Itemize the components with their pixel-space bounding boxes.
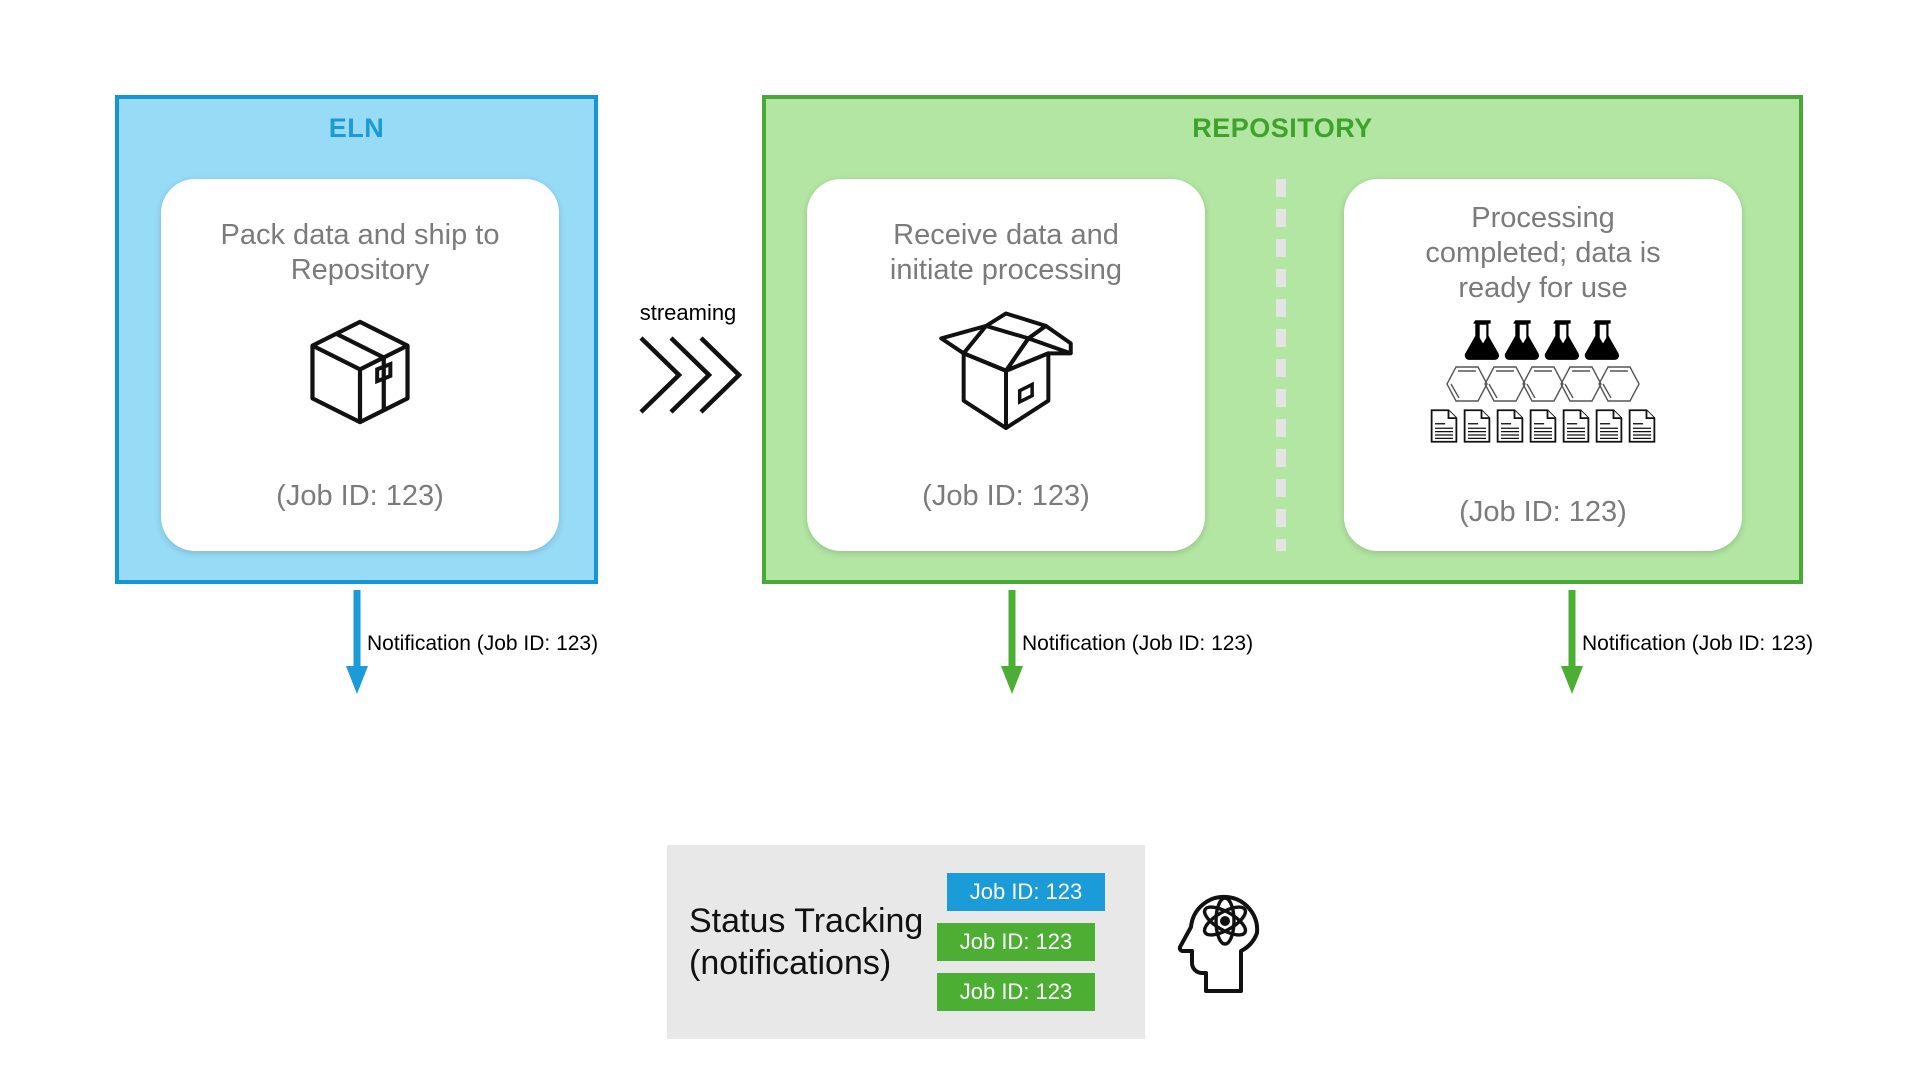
document-icon <box>1463 409 1491 444</box>
status-tracking-box: Status Tracking (notifications) Job ID: … <box>667 845 1145 1039</box>
status-badge[interactable]: Job ID: 123 <box>937 973 1095 1011</box>
document-icon <box>1430 409 1458 444</box>
flask-icon <box>1504 320 1539 361</box>
document-icon <box>1628 409 1656 444</box>
head-with-atom-icon <box>1175 880 1281 1005</box>
arrow-down-icon <box>1561 590 1583 694</box>
card-processing-complete: Processing completed; data is ready for … <box>1344 179 1742 551</box>
chevrons-right-icon <box>639 336 743 414</box>
status-badge[interactable]: Job ID: 123 <box>947 873 1105 911</box>
flask-icon-row <box>1344 317 1742 361</box>
closed-box-icon <box>161 306 559 438</box>
notification-label-eln: Notification (Job ID: 123) <box>367 632 599 655</box>
open-box-icon <box>807 306 1205 438</box>
arrow-down-icon <box>346 590 368 694</box>
benzene-hexagon-icon <box>1484 366 1526 403</box>
hexagon-icon-row <box>1344 363 1742 405</box>
document-icon <box>1595 409 1623 444</box>
repository-panel: REPOSITORY Receive data and initiate pro… <box>762 95 1803 584</box>
card-receive-job-id: (Job ID: 123) <box>922 480 1090 512</box>
benzene-hexagon-icon <box>1560 366 1602 403</box>
arrow-down-icon <box>1001 590 1023 694</box>
benzene-hexagon-icon <box>1522 366 1564 403</box>
streaming-label: streaming <box>639 300 737 325</box>
benzene-hexagon-icon <box>1598 366 1640 403</box>
flask-icon <box>1544 320 1579 361</box>
streaming-connector: streaming <box>618 300 758 425</box>
card-receive-data: Receive data and initiate processing <box>807 179 1205 551</box>
eln-panel: ELN Pack data and ship to Repository (Jo… <box>115 95 598 584</box>
card-done-job-id: (Job ID: 123) <box>1459 496 1627 528</box>
document-icon-row <box>1344 408 1742 444</box>
card-pack-data: Pack data and ship to Repository (Job ID… <box>161 179 559 551</box>
repository-panel-title: REPOSITORY <box>1192 113 1373 143</box>
card-done-text: Processing completed; data is ready for … <box>1425 202 1661 304</box>
document-icon <box>1496 409 1524 444</box>
notification-label-done: Notification (Job ID: 123) <box>1582 632 1814 655</box>
notification-label-receive: Notification (Job ID: 123) <box>1022 632 1254 655</box>
benzene-hexagon-icon <box>1446 366 1488 403</box>
dashed-divider <box>1276 179 1286 551</box>
status-badge[interactable]: Job ID: 123 <box>937 923 1095 961</box>
status-tracking-title: Status Tracking (notifications) <box>689 901 924 982</box>
document-icon <box>1529 409 1557 444</box>
status-badge-list: Job ID: 123 Job ID: 123 Job ID: 123 <box>937 873 1105 1011</box>
card-pack-job-id: (Job ID: 123) <box>276 480 444 512</box>
document-icon <box>1562 409 1590 444</box>
flask-icon <box>1464 320 1499 361</box>
card-receive-text: Receive data and initiate processing <box>889 219 1123 286</box>
flask-icon <box>1584 320 1619 361</box>
card-pack-text: Pack data and ship to Repository <box>220 219 500 286</box>
eln-panel-title: ELN <box>328 113 385 143</box>
